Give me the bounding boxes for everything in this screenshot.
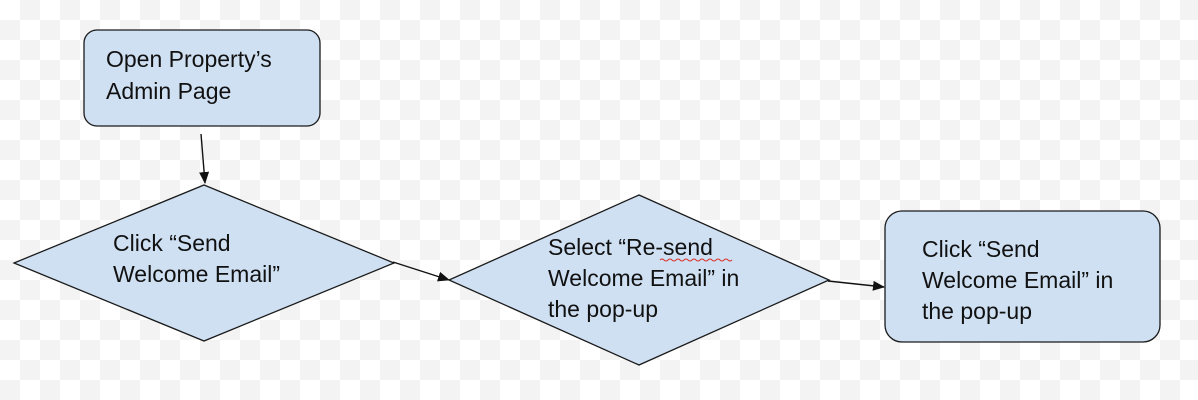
node-select-resend-line: the pop-up [548, 296, 658, 322]
node-open-admin[interactable]: Open Property’s Admin Page [83, 29, 321, 127]
node-click-send-line: Welcome Email” [113, 261, 280, 287]
node-click-send-popup[interactable]: Click “Send Welcome Email” in the pop-up [884, 210, 1161, 343]
node-select-resend-line: Welcome Email” in [548, 265, 739, 291]
node-click-send-popup-line: Welcome Email” in [922, 267, 1113, 293]
spellcheck-underline [659, 258, 733, 262]
node-select-resend-line: Select “Re-send [548, 234, 713, 260]
node-click-send-popup-line: Click “Send [922, 236, 1040, 262]
node-open-admin-shape [83, 29, 321, 127]
node-click-send-popup-shape [884, 210, 1161, 343]
node-click-send-shape [12, 184, 396, 342]
node-click-send-line: Click “Send [113, 230, 231, 256]
node-select-resend[interactable]: Select “Re-send Welcome Email” in the po… [447, 194, 831, 366]
node-open-admin-text: Open Property’s Admin Page [106, 46, 278, 104]
connector-click-send-to-select-resend[interactable] [392, 261, 450, 282]
node-click-send-popup-line: the pop-up [922, 298, 1032, 324]
node-open-admin-line: Admin Page [106, 78, 231, 104]
node-click-send[interactable]: Click “Send Welcome Email” [12, 184, 396, 342]
node-open-admin-line: Open Property’s [106, 46, 272, 72]
node-click-send-text: Click “Send Welcome Email” [113, 230, 280, 287]
connector-select-resend-to-click-send-popup[interactable] [827, 280, 885, 291]
node-select-resend-shape [447, 194, 831, 366]
node-select-resend-text: Select “Re-send Welcome Email” in the po… [548, 234, 746, 322]
node-click-send-popup-text: Click “Send Welcome Email” in the pop-up [922, 236, 1120, 324]
connector-open-admin-to-click-send[interactable] [199, 133, 210, 184]
